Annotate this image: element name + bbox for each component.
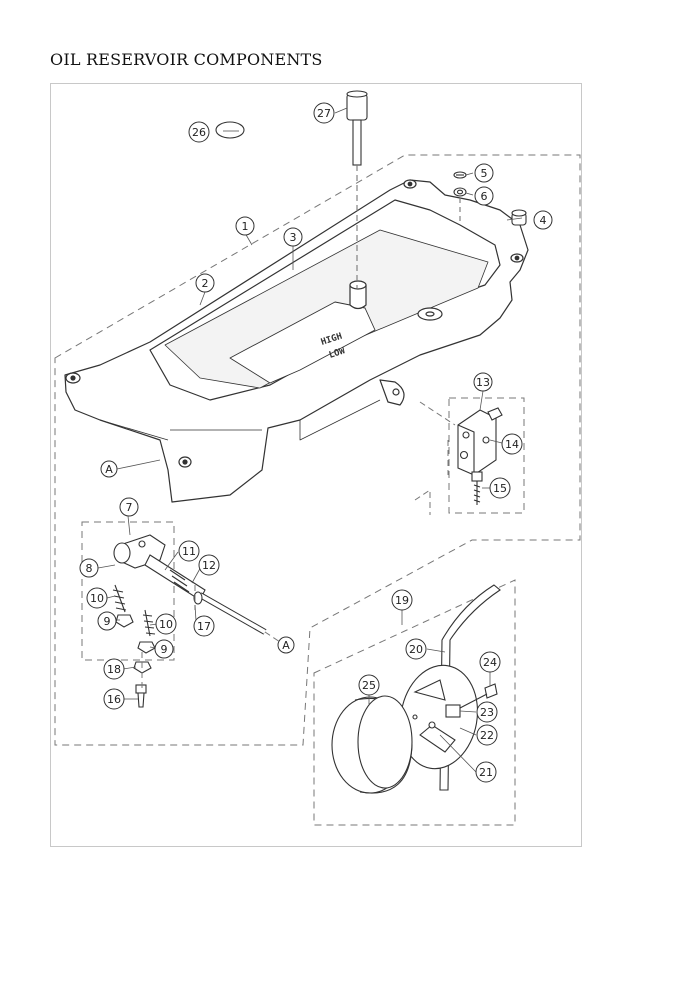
callout-24: 24 [479,651,501,673]
group-outlines [54,154,581,826]
bolt-part [471,471,483,505]
callout-9a: 9 [97,611,117,631]
callout-21: 21 [475,761,497,783]
callout-19: 19 [391,589,413,611]
page-title: OIL RESERVOIR COMPONENTS [50,50,323,69]
callout-7: 7 [119,497,139,517]
callout-25: 25 [358,674,380,696]
reservoir-group-outline [54,154,581,746]
svg-text:23: 23 [480,706,494,719]
oil-pan-group-outline [313,579,516,826]
svg-text:9: 9 [104,615,111,628]
svg-text:15: 15 [493,482,507,495]
svg-text:17: 17 [197,620,211,633]
svg-text:7: 7 [126,501,133,514]
callout-26: 26 [188,121,210,143]
callout-13: 13 [473,372,493,392]
cap-part [215,121,245,139]
svg-text:9: 9 [161,643,168,656]
callout-8: 8 [79,558,99,578]
svg-text:12: 12 [202,559,216,572]
svg-text:A: A [282,639,290,652]
svg-text:2: 2 [202,277,209,290]
marking-low: LOW [328,346,347,361]
svg-text:18: 18 [107,663,121,676]
feed-assembly [112,534,267,708]
diagram-frame [50,83,582,847]
svg-text:27: 27 [317,107,331,120]
bracket-group-outline [448,397,525,514]
callout-2: 2 [195,273,215,293]
callout-22: 22 [476,724,498,746]
oil-pan-assembly [331,584,501,794]
callout-3: 3 [283,227,303,247]
callout-20: 20 [405,638,427,660]
callouts: 1 3 2 4 5 6 27 26 13 14 15 7 8 11 12 17 … [79,102,553,783]
svg-text:8: 8 [86,562,93,575]
callout-12: 12 [198,554,220,576]
svg-text:24: 24 [483,656,497,669]
oil-reservoir-tray [64,179,529,503]
svg-text:11: 11 [182,545,196,558]
callout-11: 11 [178,540,200,562]
svg-text:13: 13 [476,376,490,389]
svg-text:1: 1 [242,220,249,233]
callout-23: 23 [476,701,498,723]
svg-text:25: 25 [362,679,376,692]
svg-text:20: 20 [409,643,423,656]
callout-9b: 9 [154,639,174,659]
callout-16: 16 [103,688,125,710]
svg-text:4: 4 [540,214,547,227]
callout-15: 15 [489,477,511,499]
callout-17: 17 [193,615,215,637]
tray-inner-rim [149,199,501,401]
callout-4: 4 [533,210,553,230]
svg-text:3: 3 [290,231,297,244]
callout-14: 14 [501,433,523,455]
callout-10b: 10 [155,613,177,635]
svg-text:10: 10 [90,592,104,605]
plug-part [511,209,527,226]
svg-text:16: 16 [107,693,121,706]
filler-tube-part [346,90,368,288]
svg-text:10: 10 [159,618,173,631]
callout-6: 6 [474,186,494,206]
svg-text:14: 14 [505,438,519,451]
svg-text:5: 5 [481,167,488,180]
svg-text:A: A [105,463,113,476]
svg-text:21: 21 [479,766,493,779]
feed-assembly-outline [81,521,175,661]
svg-text:6: 6 [481,190,488,203]
callout-5: 5 [474,163,494,183]
callout-27: 27 [313,102,335,124]
callout-18: 18 [103,658,125,680]
svg-text:26: 26 [192,126,206,139]
reference-mark-a-2: A [277,636,295,654]
tray-raised-center [229,301,376,384]
reference-mark-a-1: A [100,460,118,478]
svg-text:22: 22 [480,729,494,742]
callout-10a: 10 [86,587,108,609]
callout-1: 1 [235,216,255,236]
svg-text:19: 19 [395,594,409,607]
